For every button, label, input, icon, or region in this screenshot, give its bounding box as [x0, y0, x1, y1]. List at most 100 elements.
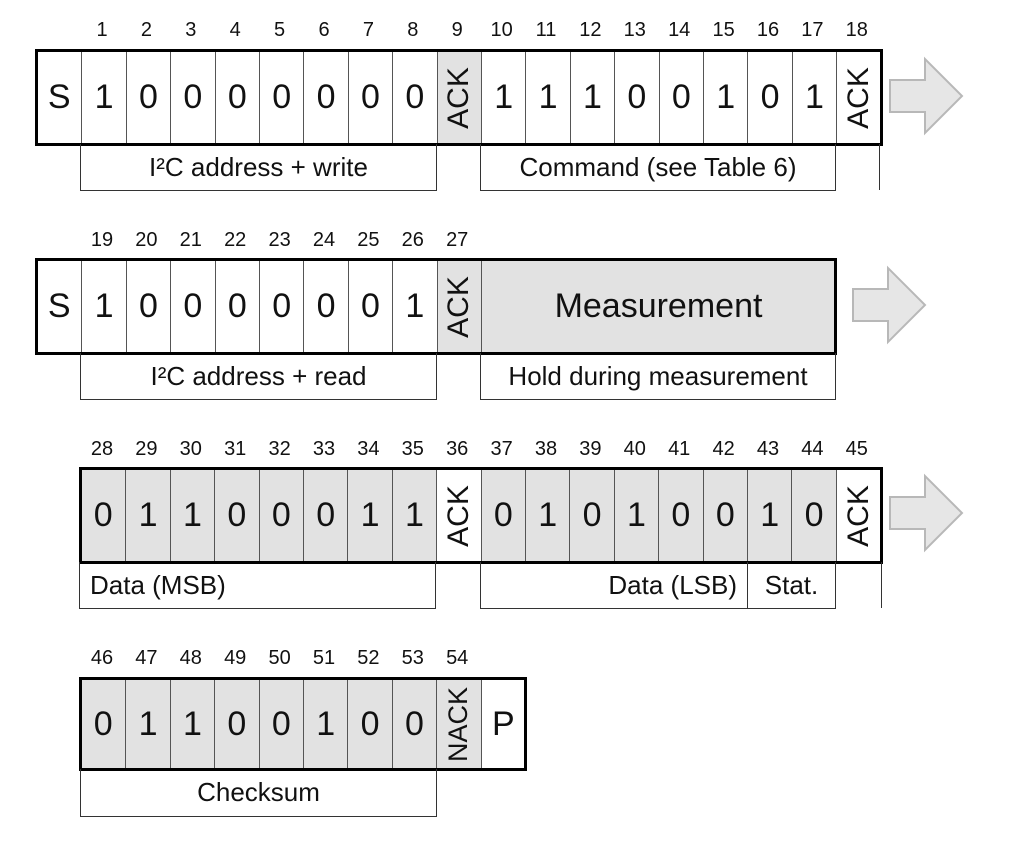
bit-cell: 0 [214, 260, 259, 353]
bit-number: 13 [623, 19, 646, 41]
bit-cell: 1 [613, 469, 659, 562]
bit-number: 49 [224, 647, 247, 669]
bit-number: 28 [90, 438, 114, 460]
bit-number: 26 [401, 229, 424, 251]
bit-number: 17 [801, 19, 824, 41]
bit-number: 30 [179, 438, 202, 460]
hold-during-measurement-label: Hold during measurement [480, 353, 836, 400]
bit-number: 15 [712, 19, 735, 41]
ack-cell: ACK [436, 51, 481, 144]
start-cell: S [47, 78, 71, 116]
bit-cell: 1 [169, 469, 215, 562]
ack-cell: ACK [436, 260, 481, 353]
bit-number: 34 [357, 438, 380, 460]
bit-number: 27 [446, 229, 469, 251]
bit-number: 42 [712, 438, 735, 460]
row4-frame [79, 677, 527, 771]
bit-number: 21 [179, 229, 202, 251]
bit-cell: 0 [702, 469, 747, 562]
bit-number: 43 [756, 438, 780, 460]
bit-cell: 0 [258, 469, 303, 562]
bit-cell: 1 [703, 51, 747, 144]
bit-number: 5 [274, 19, 286, 41]
bit-number: 53 [401, 647, 424, 669]
status-label: Stat. [747, 562, 836, 609]
data-msb-label: Data (MSB) [79, 562, 436, 609]
bit-cell: 0 [125, 51, 170, 144]
bit-cell: 0 [480, 469, 525, 562]
bit-number: 52 [357, 647, 380, 669]
bit-cell: 1 [569, 51, 614, 144]
bit-number: 2 [140, 19, 152, 41]
bit-cell: 0 [81, 679, 126, 769]
row3-frame [79, 467, 883, 564]
bit-cell: 0 [214, 679, 259, 769]
bit-cell: 1 [81, 51, 125, 144]
bit-cell: 0 [303, 260, 347, 353]
bit-cell: 0 [347, 51, 392, 144]
bit-number: 47 [135, 647, 158, 669]
bit-number: 36 [446, 438, 469, 460]
bit-cell: 0 [747, 51, 791, 144]
bit-cell: 1 [347, 469, 392, 562]
stop-cell: P [480, 679, 525, 769]
bit-cell: 0 [392, 51, 436, 144]
bit-number: 31 [224, 438, 247, 460]
bit-cell: 0 [303, 469, 348, 562]
bit-cell: 0 [81, 469, 126, 562]
bit-cell: 1 [391, 469, 437, 562]
data-lsb-label: Data (LSB) [480, 562, 748, 609]
bit-number: 10 [490, 19, 513, 41]
bit-number: 20 [135, 229, 158, 251]
bit-number: 12 [579, 19, 602, 41]
address-read-label: I²C address + read [80, 353, 437, 400]
bit-number: 25 [357, 229, 380, 251]
bit-cell: 1 [125, 469, 170, 562]
bit-cell: 1 [303, 679, 348, 769]
bit-cell: 1 [81, 260, 125, 353]
bit-number: 23 [268, 229, 291, 251]
divider-line [879, 144, 880, 190]
divider-line [881, 562, 882, 608]
bit-cell: 1 [481, 51, 525, 144]
bit-number: 9 [451, 19, 463, 41]
bit-cell: 1 [125, 679, 170, 769]
bit-number: 8 [407, 19, 419, 41]
bit-cell: 0 [391, 679, 437, 769]
bit-number: 16 [756, 19, 780, 41]
bit-number: 11 [535, 19, 557, 41]
bit-cell: 0 [258, 679, 303, 769]
bit-number: 1 [96, 19, 108, 41]
bit-number: 29 [135, 438, 158, 460]
bit-cell: 1 [525, 469, 570, 562]
ack-cell: ACK [436, 469, 480, 562]
row2-frame [35, 258, 837, 355]
bit-number: 35 [401, 438, 424, 460]
bit-number: 51 [312, 647, 336, 669]
bit-cell: 0 [259, 51, 303, 144]
bit-cell: 0 [170, 51, 214, 144]
bit-cell: 0 [347, 679, 392, 769]
bit-number: 19 [90, 229, 114, 251]
bit-number: 3 [185, 19, 197, 41]
start-cell: S [47, 287, 71, 325]
nack-cell: NACK [436, 679, 481, 769]
address-write-label: I²C address + write [80, 144, 437, 191]
bit-cell: 0 [658, 469, 703, 562]
bit-number: 37 [490, 438, 513, 460]
bit-number: 14 [668, 19, 691, 41]
bit-number: 33 [312, 438, 336, 460]
bit-cell: 0 [791, 469, 836, 562]
bit-number: 4 [229, 19, 241, 41]
continue-arrow-icon [852, 265, 927, 345]
bit-number: 18 [845, 19, 868, 41]
bit-cell: 1 [169, 679, 215, 769]
bit-cell: 0 [214, 469, 259, 562]
bit-number: 54 [446, 647, 469, 669]
bit-cell: 0 [259, 260, 303, 353]
bit-cell: 0 [125, 260, 170, 353]
bit-number: 44 [801, 438, 824, 460]
bit-cell: 1 [392, 260, 436, 353]
bit-number: 48 [179, 647, 202, 669]
bit-cell: 0 [170, 260, 214, 353]
